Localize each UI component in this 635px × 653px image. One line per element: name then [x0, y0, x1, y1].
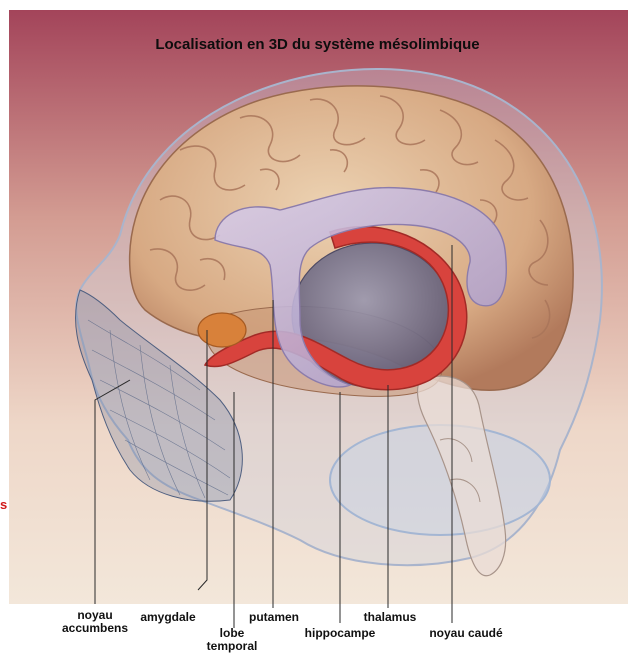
label-lobe-temporal: lobe temporal: [196, 627, 268, 653]
label-noyau-accumbens: noyau accumbens: [60, 609, 130, 635]
label-lobe-temporal-line2: temporal: [196, 640, 268, 653]
edge-mark: s: [0, 497, 8, 511]
label-noyau-caude: noyau caudé: [418, 627, 514, 640]
label-hippocampe: hippocampe: [294, 627, 386, 640]
amygdala-structure: [198, 313, 246, 347]
label-putamen: putamen: [238, 611, 310, 624]
figure-title: Localisation en 3D du système mésolimbiq…: [0, 36, 635, 53]
label-noyau-accumbens-line2: accumbens: [60, 622, 130, 635]
label-thalamus: thalamus: [356, 611, 424, 624]
label-amygdale: amygdale: [132, 611, 204, 624]
